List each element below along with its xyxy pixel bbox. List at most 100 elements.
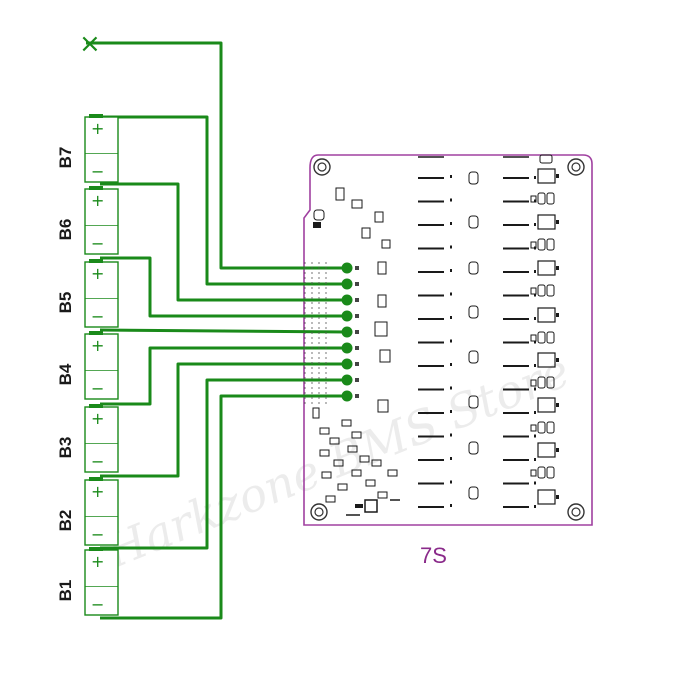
resistor-small: [530, 241, 537, 249]
dot-mark: [450, 386, 452, 390]
dot-mark: [534, 270, 536, 273]
resistor-small: [546, 331, 555, 344]
mounting-hole: [313, 158, 331, 176]
resistor-small: [537, 192, 546, 205]
smd-small: [377, 491, 388, 499]
mosfet-tab: [556, 358, 559, 362]
cell-minus-label: −: [91, 452, 104, 471]
mounting-hole-inner: [571, 162, 581, 172]
cell-minus-label: −: [91, 379, 104, 398]
cell-plus-label: +: [91, 336, 104, 355]
balance-pad: [341, 262, 353, 274]
led: [313, 209, 325, 221]
dot-mark: [534, 434, 536, 438]
smd-part: [377, 294, 387, 308]
smd-part: [377, 261, 387, 275]
resistor-small: [530, 379, 537, 387]
dot-mark: [450, 269, 452, 272]
dot-mark: [450, 480, 452, 484]
ic-pad: [355, 504, 363, 508]
mosfet: [537, 168, 556, 184]
dot-mark: [534, 505, 536, 508]
dot-mark: [534, 223, 536, 226]
resistor-small: [537, 376, 546, 389]
cell-terminal: [89, 547, 103, 551]
battery-cell: [84, 261, 119, 328]
pad-label-mark: [355, 346, 359, 350]
balance-wire: [100, 378, 347, 550]
cell-minus-label: −: [91, 525, 104, 544]
balance-wire: [99, 328, 348, 334]
dot-mark: [534, 340, 536, 344]
resistor-small: [530, 469, 537, 477]
cell-plus-label: +: [91, 409, 104, 428]
balance-pad: [341, 294, 353, 306]
balance-pads: [304, 262, 359, 405]
cell-label: B5: [56, 292, 75, 314]
resistor-small: [537, 421, 546, 434]
battery-cell: [84, 188, 119, 255]
dot-mark: [450, 339, 452, 343]
mosfet-tab: [556, 403, 559, 407]
board-label: 7S: [420, 543, 447, 568]
mosfet-tab: [556, 220, 559, 224]
dot-mark: [534, 176, 536, 179]
pad-label-mark: [355, 282, 359, 286]
resistor-small: [546, 421, 555, 434]
cell-minus-label: −: [91, 307, 104, 326]
smd-part: [379, 349, 391, 363]
top-capacitor: [539, 154, 553, 164]
dot-mark: [450, 175, 452, 178]
pad-label-mark: [355, 314, 359, 318]
smd-part: [335, 187, 345, 201]
smd-small: [387, 469, 398, 477]
bms-board: [303, 154, 593, 526]
smd-part: [361, 227, 371, 239]
smd-small: [351, 431, 362, 439]
balance-wire: [100, 182, 347, 302]
mosfet: [537, 214, 556, 230]
smd-small: [319, 427, 330, 435]
smd-small: [325, 495, 336, 503]
balance-wire: [100, 362, 347, 478]
capacitor: [468, 171, 479, 185]
capacitor: [468, 486, 479, 500]
mosfet: [537, 260, 556, 276]
pad-label-mark: [355, 394, 359, 398]
smd-small: [321, 471, 332, 479]
dot-mark: [534, 317, 536, 320]
battery-cell: [84, 406, 119, 473]
cell-terminal: [89, 114, 103, 118]
smd-small: [351, 469, 362, 477]
balance-pad: [341, 374, 353, 386]
cell-plus-label: +: [91, 482, 104, 501]
pad-label-mark: [355, 362, 359, 366]
cell-terminal: [89, 186, 103, 190]
mosfet-tab: [556, 266, 559, 270]
mounting-hole-inner: [317, 162, 327, 172]
capacitor: [468, 215, 479, 229]
cell-label: B1: [56, 580, 75, 602]
smd-small: [365, 479, 376, 487]
dot-mark: [450, 222, 452, 225]
dot-mark: [450, 363, 452, 366]
balance-pad: [341, 278, 353, 290]
pad-label-mark: [355, 266, 359, 270]
dot-mark: [450, 504, 452, 507]
balance-wire: [100, 256, 347, 318]
mounting-hole: [567, 503, 585, 521]
smd-small: [333, 459, 344, 467]
balance-pad: [341, 326, 353, 338]
mounting-hole: [310, 503, 328, 521]
smd-part: [374, 321, 388, 337]
dot-mark: [450, 316, 452, 319]
cell-terminal: [89, 331, 103, 335]
smd-small: [341, 419, 352, 427]
cell-label: B6: [56, 219, 75, 241]
cell-minus-label: −: [91, 595, 104, 614]
dot-mark: [534, 364, 536, 367]
cell-label: B4: [56, 363, 75, 385]
mosfet-tab: [556, 313, 559, 317]
mosfet: [537, 352, 556, 368]
